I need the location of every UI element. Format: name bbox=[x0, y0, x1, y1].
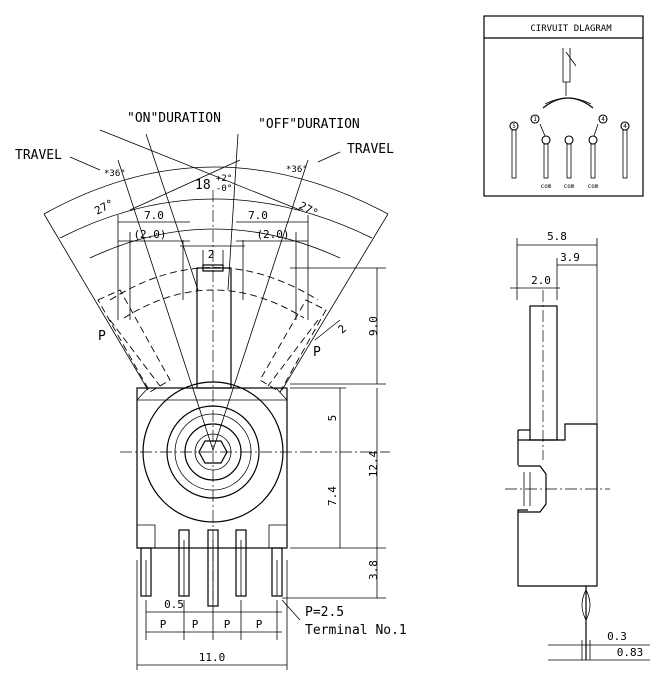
svg-text:1: 1 bbox=[533, 116, 537, 123]
circuit-diagram: CIRVUIT DLAGRAM 5 1 4 4 bbox=[483, 15, 644, 197]
terminal-label: Terminal No.1 bbox=[305, 623, 407, 638]
angle-27-left: 27° bbox=[92, 197, 116, 218]
front-view bbox=[43, 129, 390, 670]
angle-27-right: 27° bbox=[297, 199, 321, 220]
knob-left-position bbox=[97, 289, 171, 393]
angle-18-tol-minus: -0° bbox=[216, 184, 232, 194]
dim-7-4: 7.4 bbox=[326, 486, 339, 506]
dim-12-4: 12.4 bbox=[367, 450, 380, 477]
travel-label-left: TRAVEL bbox=[15, 148, 62, 163]
p-label-right: P bbox=[313, 345, 321, 360]
angle-18-tol-plus: +2° bbox=[216, 174, 232, 184]
side-shaft bbox=[529, 305, 558, 441]
pitch-formula: P=2.5 bbox=[305, 605, 344, 620]
on-duration-label: "ON"DURATION bbox=[127, 111, 221, 126]
angle-18: 18 bbox=[195, 178, 211, 193]
side-body bbox=[517, 423, 598, 587]
dim-2-angled: 2 bbox=[336, 322, 349, 336]
travel-arc-outer bbox=[43, 166, 389, 215]
dim-2-right: (2.0) bbox=[256, 228, 289, 241]
dim-0-3: 0.3 bbox=[607, 630, 627, 643]
circuit-frame bbox=[483, 15, 644, 197]
dim-5: 5 bbox=[326, 415, 339, 422]
shaft bbox=[196, 267, 232, 389]
angle-36-left: *36° bbox=[104, 169, 126, 179]
dim-7-right: 7.0 bbox=[248, 209, 268, 222]
dim-3-8: 3.8 bbox=[367, 560, 380, 580]
travel-arc-inner bbox=[59, 198, 373, 239]
terminals bbox=[140, 529, 283, 607]
circuit-pins: 5 1 4 4 bbox=[509, 114, 630, 179]
dim-7-left: 7.0 bbox=[144, 209, 164, 222]
dim-0-5: 0.5 bbox=[164, 598, 184, 611]
svg-text:4: 4 bbox=[601, 116, 605, 123]
svg-text:5: 5 bbox=[512, 123, 516, 130]
shaft-hex bbox=[198, 440, 228, 464]
circuit-title: CIRVUIT DLAGRAM bbox=[530, 24, 612, 34]
wiper-arc bbox=[542, 97, 594, 109]
pitch-1: P bbox=[160, 618, 167, 631]
dim-2-0-side: 2.0 bbox=[531, 274, 551, 287]
travel-label-right: TRAVEL bbox=[347, 142, 394, 157]
off-duration-label: "OFF"DURATION bbox=[258, 117, 360, 132]
side-view: 5.8 3.9 2.0 0.3 0.83 bbox=[505, 230, 650, 661]
dim-5-8: 5.8 bbox=[547, 230, 567, 243]
dim-2-center: 2 bbox=[208, 248, 215, 261]
pitch-4: P bbox=[256, 618, 263, 631]
dim-0-83: 0.83 bbox=[617, 646, 644, 659]
svg-text:4: 4 bbox=[623, 123, 627, 130]
com-label-2: com bbox=[564, 183, 575, 190]
com-label-1: com bbox=[541, 183, 552, 190]
pitch-2: P bbox=[192, 618, 199, 631]
pitch-3: P bbox=[224, 618, 231, 631]
p-label-left: P bbox=[98, 329, 106, 344]
dim-9: 9.0 bbox=[367, 316, 380, 336]
com-label-3: com bbox=[588, 183, 599, 190]
dim-2-left: (2.0) bbox=[133, 228, 166, 241]
switch-body bbox=[136, 387, 288, 549]
dim-11: 11.0 bbox=[199, 651, 226, 664]
dim-3-9: 3.9 bbox=[560, 251, 580, 264]
angle-36-right: *36° bbox=[286, 165, 308, 175]
